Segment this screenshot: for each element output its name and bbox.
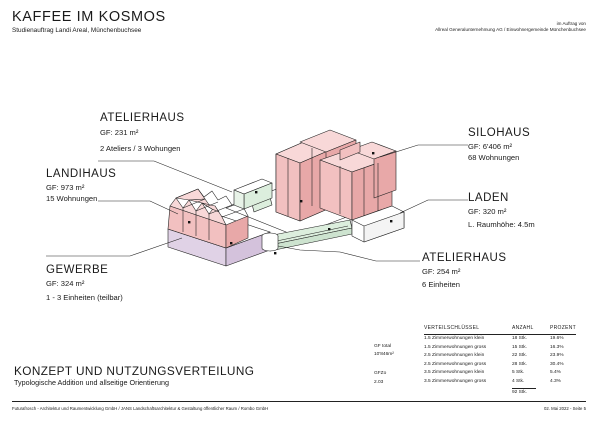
row-type: 3.5 Zimmerwohnungen gross [424,378,487,384]
laden-gf: GF: 320 m² [468,207,507,216]
gewerbe-gf: GF: 324 m² [46,279,85,288]
commission-line-1: im Auftrag von [556,21,586,26]
label-atelierhaus-top: ATELIERHAUS GF: 231 m² 2 Ateliers / 3 Wo… [100,112,185,154]
concept-subtitle: Typologische Addition und allseitige Ori… [14,378,170,387]
leader-laden [399,199,468,214]
row-count: 22 Stk. [512,353,527,359]
row-percent: 19.6% [550,336,564,341]
table-row: 3.5 Zimmerwohnungen gross 4 Stk. 4.3% [424,379,576,388]
row-percent: 23.9% [550,353,564,359]
table-row: 1.5 Zimmerwohnungen klein 18 Stk. 19.6% [424,336,576,345]
atelierhaus-bottom-gf: GF: 254 m² [422,267,461,276]
row-type: 2.5 Zimmerwohnungen gross [424,361,487,367]
label-landihaus: LANDIHAUS GF: 973 m² 15 Wohnungen [46,168,116,204]
silohaus-use: 68 Wohnungen [468,153,520,162]
gfzo-label: GFZo [374,371,387,376]
label-gewerbe: GEWERBE GF: 324 m² 1 - 3 Einheiten (teil… [46,264,123,303]
row-count: 18 Stk. [512,336,527,341]
atelierhaus-top-block [233,178,273,210]
atelierhaus-top-use: 2 Ateliers / 3 Wohungen [100,144,181,153]
atelierhaus-bottom-block [261,232,279,252]
row-count: 15 Stk. [512,344,527,350]
laden-use: L. Raumhöhe: 4.5m [468,220,535,229]
table-total: 92 Stk. [512,390,527,395]
footer-rule [12,401,586,402]
table-row: 3.5 Zimmerwohnungen klein 5 Stk. 5.4% [424,370,576,379]
row-percent: 16.3% [550,344,564,350]
landihaus-block [167,188,249,249]
gfzo-value: 2.03 [374,380,384,385]
laden-name: LADEN [468,192,509,204]
label-silohaus: SILOHAUS GF: 6'406 m² 68 Wohnungen [468,127,530,163]
leader-landihaus [98,200,179,215]
row-type: 1.5 Zimmerwohnungen gross [424,344,487,350]
footer-credits: Futurafrosch - Architektur und Raumentwi… [12,406,269,411]
table-header-percent: PROZENT [550,325,576,331]
label-atelierhaus-bottom: ATELIERHAUS GF: 254 m² 6 Einheiten [422,252,507,290]
table-header-count: ANZAHL [512,325,534,331]
leader-atelierhaus-bottom [277,245,420,262]
atelierhaus-bottom-name: ATELIERHAUS [422,252,507,264]
distribution-table: 1.5 Zimmerwohnungen klein 18 Stk. 19.6% … [424,336,576,388]
building-markers [188,152,393,255]
row-type: 1.5 Zimmerwohnungen klein [424,336,485,341]
commission-line-2: Allreal Generalunternehmung AG / Einwohn… [435,27,586,32]
landihaus-name: LANDIHAUS [46,168,117,180]
project-title: KAFFEE IM KOSMOS [12,9,166,25]
leader-atelierhaus-top [98,160,233,193]
label-laden: LADEN GF: 320 m² L. Raumhöhe: 4.5m [468,192,535,230]
project-subtitle: Studienauftrag Landi Areal, Münchenbuchs… [12,27,142,34]
concept-title: KONZEPT UND NUTZUNGSVERTEILUNG [14,364,255,378]
atelierhaus-top-name: ATELIERHAUS [100,112,185,124]
silohaus-name: SILOHAUS [468,127,531,139]
row-count: 28 Stk. [512,361,527,367]
table-rule-total [512,388,536,389]
row-percent: 4.3% [550,378,561,384]
table-header-mix: VERTEILSCHLÜSSEL [424,325,480,331]
row-type: 3.5 Zimmerwohnungen klein [424,370,485,376]
leader-silohaus [379,144,468,158]
commission-info: im Auftrag von Allreal Generalunternehmu… [435,21,586,33]
table-row: 2.5 Zimmerwohnungen klein 22 Stk. 23.9% [424,353,576,362]
row-percent: 5.4% [550,370,561,376]
leader-lines [46,144,468,262]
footer-date-page: 02. Mai 2022 - Seite 5 [543,406,586,411]
atelierhaus-bottom-use: 6 Einheiten [422,280,460,289]
row-type: 2.5 Zimmerwohnungen klein [424,353,485,359]
landihaus-use: 15 Wohnungen [46,194,98,203]
gf-total-value: 10'846m² [374,352,394,357]
row-count: 4 Stk. [512,378,525,384]
table-row: 1.5 Zimmerwohnungen gross 15 Stk. 16.3% [424,345,576,354]
silohaus-block [275,129,397,222]
gf-total-label: GF total [374,344,392,349]
table-row: 2.5 Zimmerwohnungen gross 28 Stk. 30.4% [424,362,576,371]
row-count: 5 Stk. [512,370,525,376]
silohaus-gf: GF: 6'406 m² [468,142,513,151]
gewerbe-name: GEWERBE [46,264,109,276]
landihaus-gf: GF: 973 m² [46,183,85,192]
atelierhaus-top-gf: GF: 231 m² [100,128,139,137]
gewerbe-use: 1 - 3 Einheiten (teilbar) [46,293,123,302]
leader-gewerbe [46,237,183,257]
laden-block [351,205,405,243]
row-percent: 30.4% [550,361,564,367]
table-rule-top [424,334,576,335]
